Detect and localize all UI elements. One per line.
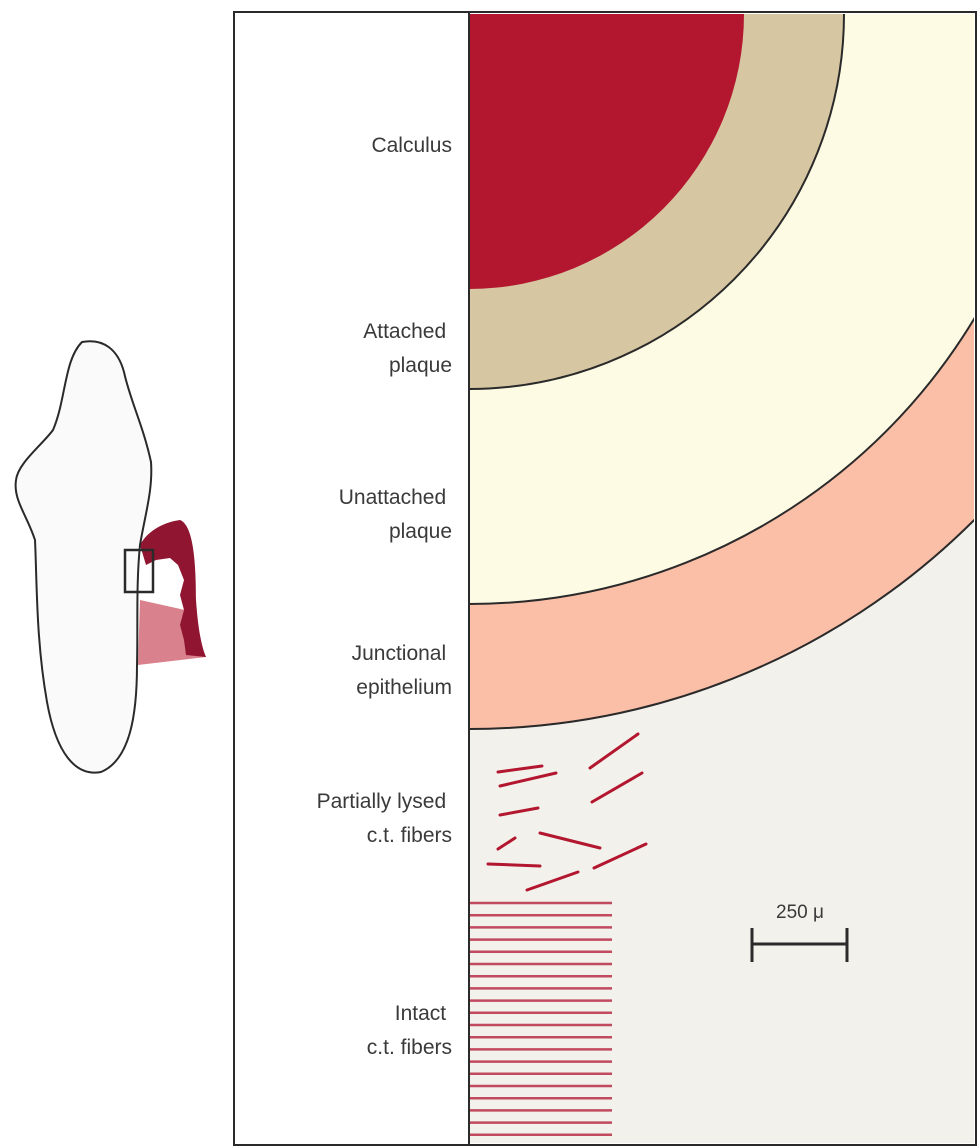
label-line: Attached: [363, 320, 446, 343]
label-line: epithelium: [356, 676, 452, 699]
label-line: Unattached: [339, 486, 446, 509]
tooth-thumbnail: [16, 341, 206, 772]
lysed-fiber: [488, 864, 540, 866]
label-line: Partially lysed: [317, 790, 447, 813]
label-line: Intact: [395, 1002, 447, 1025]
label-line: Calculus: [371, 134, 452, 157]
label-calculus: Calculus: [371, 134, 452, 157]
label-line: c.t. fibers: [367, 1036, 452, 1059]
label-line: plaque: [389, 520, 452, 543]
label-line: c.t. fibers: [367, 824, 452, 847]
scale-bar-label: 250 μ: [776, 902, 824, 923]
label-line: Junctional: [352, 642, 447, 665]
tooth-outline: [16, 341, 152, 772]
label-line: plaque: [389, 354, 452, 377]
